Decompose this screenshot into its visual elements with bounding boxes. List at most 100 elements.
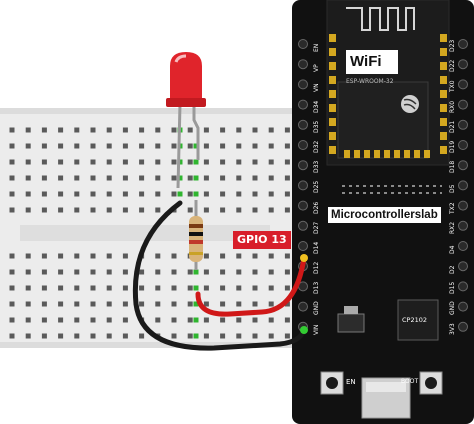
pin-label: RX2 xyxy=(449,221,456,234)
breadboard-hole xyxy=(252,301,258,307)
breadboard-hole xyxy=(9,127,15,133)
breadboard-hole xyxy=(25,269,31,275)
breadboard-hole xyxy=(236,127,242,133)
resistor xyxy=(189,200,203,270)
breadboard-hole xyxy=(74,269,80,275)
breadboard-hole xyxy=(236,143,242,149)
breadboard-hole xyxy=(171,317,177,323)
breadboard-hole xyxy=(9,175,15,181)
pin-label: D18 xyxy=(449,160,456,174)
breadboard-hole xyxy=(9,191,15,197)
header-pin xyxy=(458,160,468,171)
connected-hole xyxy=(193,143,199,149)
breadboard-hole xyxy=(41,285,47,291)
module-pad xyxy=(329,146,336,154)
breadboard-hole xyxy=(236,207,242,213)
breadboard-hole xyxy=(268,191,274,197)
breadboard-hole xyxy=(252,269,258,275)
breadboard-hole xyxy=(252,143,258,149)
espressif-logo-icon xyxy=(401,95,419,113)
antenna xyxy=(346,7,415,31)
breadboard-hole xyxy=(106,159,112,165)
breadboard-hole xyxy=(268,317,274,323)
breadboard-hole xyxy=(187,191,193,197)
breadboard-hole xyxy=(106,143,112,149)
brand-label: Microcontrollerslab xyxy=(328,207,441,223)
en-button-label: EN xyxy=(346,378,356,386)
breadboard-hole xyxy=(171,159,177,165)
breadboard-hole xyxy=(122,143,128,149)
breadboard-hole xyxy=(268,301,274,307)
regulator-tab xyxy=(344,306,358,314)
breadboard-hole xyxy=(203,269,209,275)
breadboard-hole xyxy=(58,127,64,133)
usb-chip xyxy=(397,299,439,341)
header-pin xyxy=(298,160,308,171)
breadboard-hole xyxy=(203,253,209,259)
breadboard-hole xyxy=(220,175,226,181)
module-pad xyxy=(329,90,336,98)
breadboard-hole xyxy=(171,333,177,339)
breadboard-hole xyxy=(187,301,193,307)
breadboard-hole xyxy=(122,191,128,197)
breadboard-hole xyxy=(284,191,290,197)
module-pad xyxy=(440,48,447,56)
breadboard-hole xyxy=(268,207,274,213)
gpio-label: GPIO 13 xyxy=(233,231,291,249)
breadboard-hole xyxy=(171,285,177,291)
voltage-regulator xyxy=(337,313,365,333)
breadboard-hole xyxy=(41,269,47,275)
breadboard-hole xyxy=(25,317,31,323)
breadboard-hole xyxy=(41,253,47,259)
breadboard-bottom-rail xyxy=(0,342,318,348)
breadboard-hole xyxy=(236,269,242,275)
module-pad xyxy=(440,34,447,42)
module-pad xyxy=(329,104,336,112)
connected-hole xyxy=(177,175,183,181)
breadboard-holes xyxy=(9,127,307,339)
header-pin xyxy=(298,180,308,191)
pin-label: EN xyxy=(313,43,320,52)
breadboard-hole xyxy=(187,159,193,165)
breadboard-hole xyxy=(252,191,258,197)
breadboard-hole xyxy=(220,317,226,323)
breadboard-hole xyxy=(187,175,193,181)
breadboard-hole xyxy=(74,175,80,181)
breadboard-hole xyxy=(74,191,80,197)
wifi-logo-text: WiFi xyxy=(350,53,382,70)
breadboard-hole xyxy=(58,285,64,291)
breadboard-hole xyxy=(155,191,161,197)
breadboard-hole xyxy=(9,207,15,213)
pin-label: D13 xyxy=(313,282,320,295)
module-name: ESP-WROOM-32 xyxy=(346,78,394,85)
breadboard-hole xyxy=(41,207,47,213)
breadboard-hole xyxy=(25,301,31,307)
breadboard-hole xyxy=(122,207,128,213)
breadboard-hole xyxy=(284,333,290,339)
pin-headers xyxy=(298,39,468,332)
breadboard-hole xyxy=(90,333,96,339)
breadboard-hole xyxy=(139,207,145,213)
breadboard-hole xyxy=(41,143,47,149)
en-button-cap xyxy=(326,377,338,389)
breadboard-hole xyxy=(25,207,31,213)
breadboard-hole xyxy=(74,143,80,149)
header-pin xyxy=(458,321,468,332)
breadboard-hole xyxy=(268,143,274,149)
header-pin xyxy=(458,59,468,70)
breadboard-hole xyxy=(139,191,145,197)
breadboard-hole xyxy=(58,159,64,165)
breadboard-hole xyxy=(25,191,31,197)
breadboard-hole xyxy=(171,175,177,181)
resistor-body xyxy=(189,216,203,262)
breadboard-hole xyxy=(9,317,15,323)
breadboard-hole xyxy=(155,175,161,181)
breadboard-hole xyxy=(187,333,193,339)
breadboard-hole xyxy=(220,269,226,275)
header-pin xyxy=(298,220,308,231)
module-pad xyxy=(329,118,336,126)
pin-label: D33 xyxy=(313,160,320,174)
connected-hole xyxy=(193,159,199,165)
header-pin xyxy=(458,281,468,292)
